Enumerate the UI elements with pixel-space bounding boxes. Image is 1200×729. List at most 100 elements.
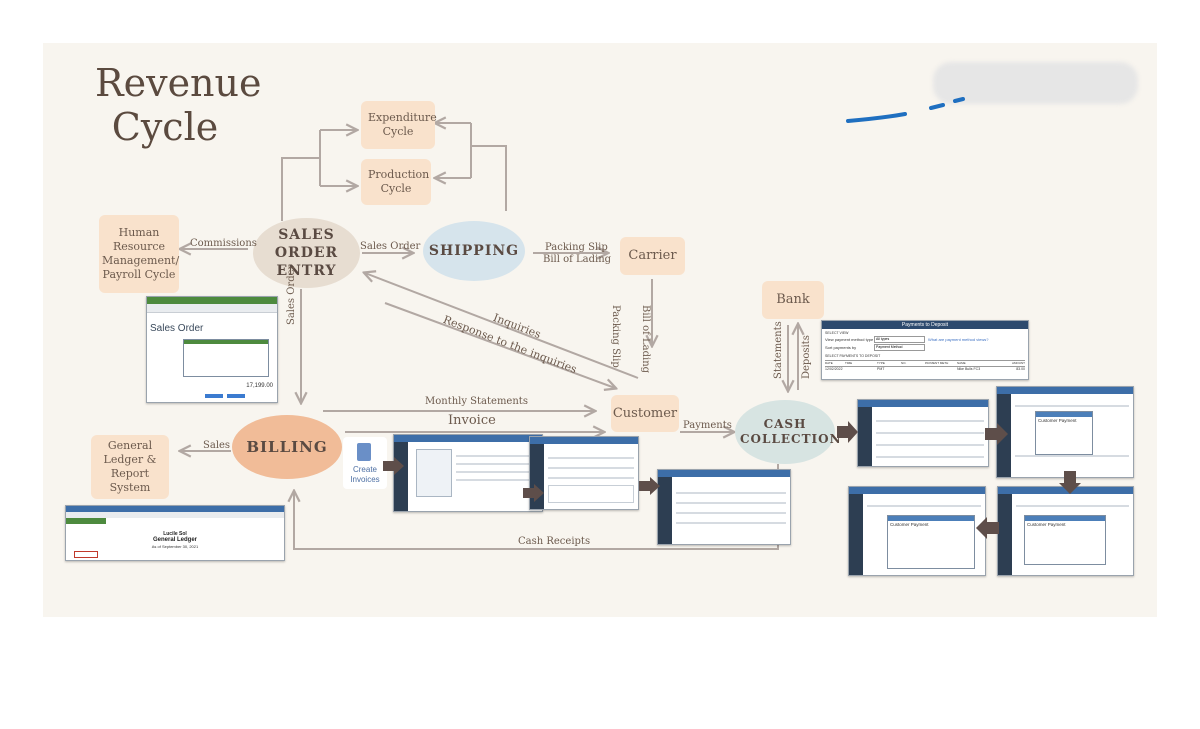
- billing-oval: BILLING: [232, 415, 342, 479]
- ptd-col-date: DATE: [825, 361, 833, 365]
- arrow-to-split: [281, 157, 320, 221]
- hr-payroll-box: Human Resource Management/ Payroll Cycle: [99, 215, 179, 293]
- gl-subheading: General Ledger: [152, 537, 197, 543]
- payments-label: Payments: [683, 420, 732, 431]
- statements-label: Statements: [773, 321, 784, 379]
- hr-payroll-label: Human Resource Management/ Payroll Cycle: [102, 226, 180, 281]
- sales-order-label: Sales Order: [360, 241, 421, 252]
- ptd-col-amount: AMOUNT: [1012, 361, 1025, 365]
- sales-order-entry-label: SALES ORDER ENTRY: [274, 227, 339, 279]
- ptd-select-payments: SELECT PAYMENTS TO DEPOSIT: [825, 354, 881, 358]
- gl-asof: As of September 30, 2021: [151, 544, 199, 549]
- ptd-col-time: TIME: [845, 361, 853, 365]
- commissions-label: Commissions: [190, 238, 257, 249]
- payments-to-deposit-screenshot: Payments to Deposit SELECT VIEW View pay…: [821, 320, 1029, 380]
- general-ledger-box: General Ledger & Report System: [91, 435, 169, 499]
- general-ledger-label: General Ledger & Report System: [103, 439, 157, 494]
- title-line-1: Revenue: [95, 61, 262, 105]
- create-invoices-label: Create Invoices: [350, 465, 380, 484]
- create-invoices-icon: Create Invoices: [343, 437, 387, 489]
- pen-stroke: [846, 97, 965, 123]
- cash-screenshot-1: [857, 399, 989, 467]
- cash-workflow-arrow-2: [985, 423, 1008, 445]
- customer-box: Customer: [611, 395, 679, 432]
- ptd-cell-date: 12/02/2022: [825, 367, 843, 371]
- gl-heading: Lucile Sol: [163, 531, 187, 537]
- slide-title: Revenue Cycle: [95, 61, 262, 149]
- slide-canvas: Revenue Cycle Expenditure Cycle Producti…: [43, 43, 1157, 617]
- ptd-cell-method: [925, 367, 957, 372]
- ptd-sort-label: Sort payments by: [825, 345, 857, 350]
- monthly-statements-label: Monthly Statements: [425, 396, 528, 407]
- bank-label: Bank: [776, 292, 810, 307]
- cash-screenshot-4: Customer Payment: [848, 486, 986, 576]
- ptd-columns: DATE TIME TYPE NO. PAYMENT METH NAME AMO…: [825, 360, 1025, 367]
- sales-order-dialog: [183, 339, 269, 377]
- ptd-cell-time: [845, 367, 877, 372]
- sales-order-entry-oval: SALES ORDER ENTRY: [253, 218, 360, 288]
- invoice-screenshot-1: [393, 434, 543, 512]
- cash-collection-oval: CASH COLLECTION: [735, 400, 842, 464]
- customer-label: Customer: [612, 405, 678, 421]
- customer-payment-title-3: Customer Payment: [890, 522, 929, 527]
- customer-payment-dialog-3: Customer Payment: [887, 515, 975, 569]
- expenditure-cycle-label: Expenditure Cycle: [368, 111, 437, 138]
- cash-collection-label: CASH COLLECTION: [740, 417, 842, 446]
- cash-workflow-arrow-3: [1059, 471, 1081, 494]
- sales-order-screenshot: Sales Order 17,199.00: [146, 296, 278, 403]
- ptd-sort-select[interactable]: Payment Method: [874, 344, 925, 351]
- packing-slip-label: Packing Slip: [545, 242, 608, 253]
- customer-payment-dialog-1: Customer Payment: [1035, 411, 1093, 455]
- ptd-col-name: NAME: [957, 361, 966, 365]
- ptd-table-row[interactable]: 12/02/2022 PMT Nike Bulls FC3 83.00: [825, 367, 1025, 372]
- invoice-screenshot-3: [657, 469, 791, 545]
- carrier-box: Carrier: [620, 237, 685, 275]
- arrow-from-shipping-up: [471, 145, 507, 211]
- general-ledger-screenshot: Lucile Sol General Ledger As of Septembe…: [65, 505, 285, 561]
- ptd-cell-amount: 83.00: [1016, 367, 1025, 371]
- bank-box: Bank: [762, 281, 824, 319]
- customer-payment-title-1: Customer Payment: [1038, 418, 1077, 423]
- arrow-response: [384, 302, 615, 388]
- customer-payment-title-2: Customer Payment: [1027, 522, 1066, 527]
- carrier-label: Carrier: [628, 248, 677, 263]
- ptd-title: Payments to Deposit: [822, 321, 1028, 329]
- ptd-cell-type: PMT: [877, 367, 885, 371]
- expenditure-cycle-box: Expenditure Cycle: [361, 101, 437, 149]
- cash-workflow-arrow-1: [837, 421, 858, 443]
- sales-order-vertical-label: Sales Order: [286, 264, 297, 325]
- invoice-screenshot-2: [529, 436, 639, 510]
- cash-screenshot-3: Customer Payment: [997, 486, 1134, 576]
- sales-label: Sales: [203, 440, 231, 451]
- production-cycle-label: Production Cycle: [368, 168, 430, 195]
- billing-label: BILLING: [246, 438, 328, 456]
- bill-of-lading-vertical-label: Bill of Lading: [640, 305, 651, 374]
- title-line-2: Cycle: [111, 105, 219, 149]
- production-cycle-box: Production Cycle: [361, 159, 431, 205]
- customer-payment-dialog-2: Customer Payment: [1024, 515, 1106, 565]
- workflow-arrow-1: [383, 457, 404, 475]
- packing-slip-vertical-label: Packing Slip: [610, 305, 621, 368]
- cash-receipts-label: Cash Receipts: [518, 536, 591, 547]
- sales-order-total: 17,199.00: [246, 383, 273, 389]
- deposits-label: Deposits: [801, 335, 812, 379]
- workflow-arrow-2: [523, 484, 544, 502]
- ptd-cell-name: Nike Bulls FC3: [957, 367, 981, 371]
- sales-order-heading: Sales Order: [150, 323, 204, 334]
- ptd-col-type: TYPE: [877, 361, 885, 365]
- workflow-arrow-3: [639, 477, 660, 495]
- ptd-help-link[interactable]: What are payment method views?: [928, 337, 989, 342]
- shipping-oval: SHIPPING: [423, 221, 525, 281]
- shipping-label: SHIPPING: [428, 243, 520, 259]
- bill-of-lading-label: Bill of Lading: [543, 254, 612, 265]
- cash-workflow-arrow-4: [976, 517, 999, 539]
- ptd-cell-no: [901, 367, 925, 372]
- arrow-inquiries: [365, 273, 639, 379]
- ptd-view-select[interactable]: All types: [874, 336, 925, 343]
- connector-arrows: [43, 43, 1157, 550]
- ptd-col-no: NO.: [901, 361, 907, 365]
- redaction-mark: [933, 62, 1138, 104]
- cash-screenshot-2: Customer Payment: [996, 386, 1134, 478]
- ptd-select-view: SELECT VIEW: [825, 331, 849, 335]
- invoice-label: Invoice: [448, 413, 496, 428]
